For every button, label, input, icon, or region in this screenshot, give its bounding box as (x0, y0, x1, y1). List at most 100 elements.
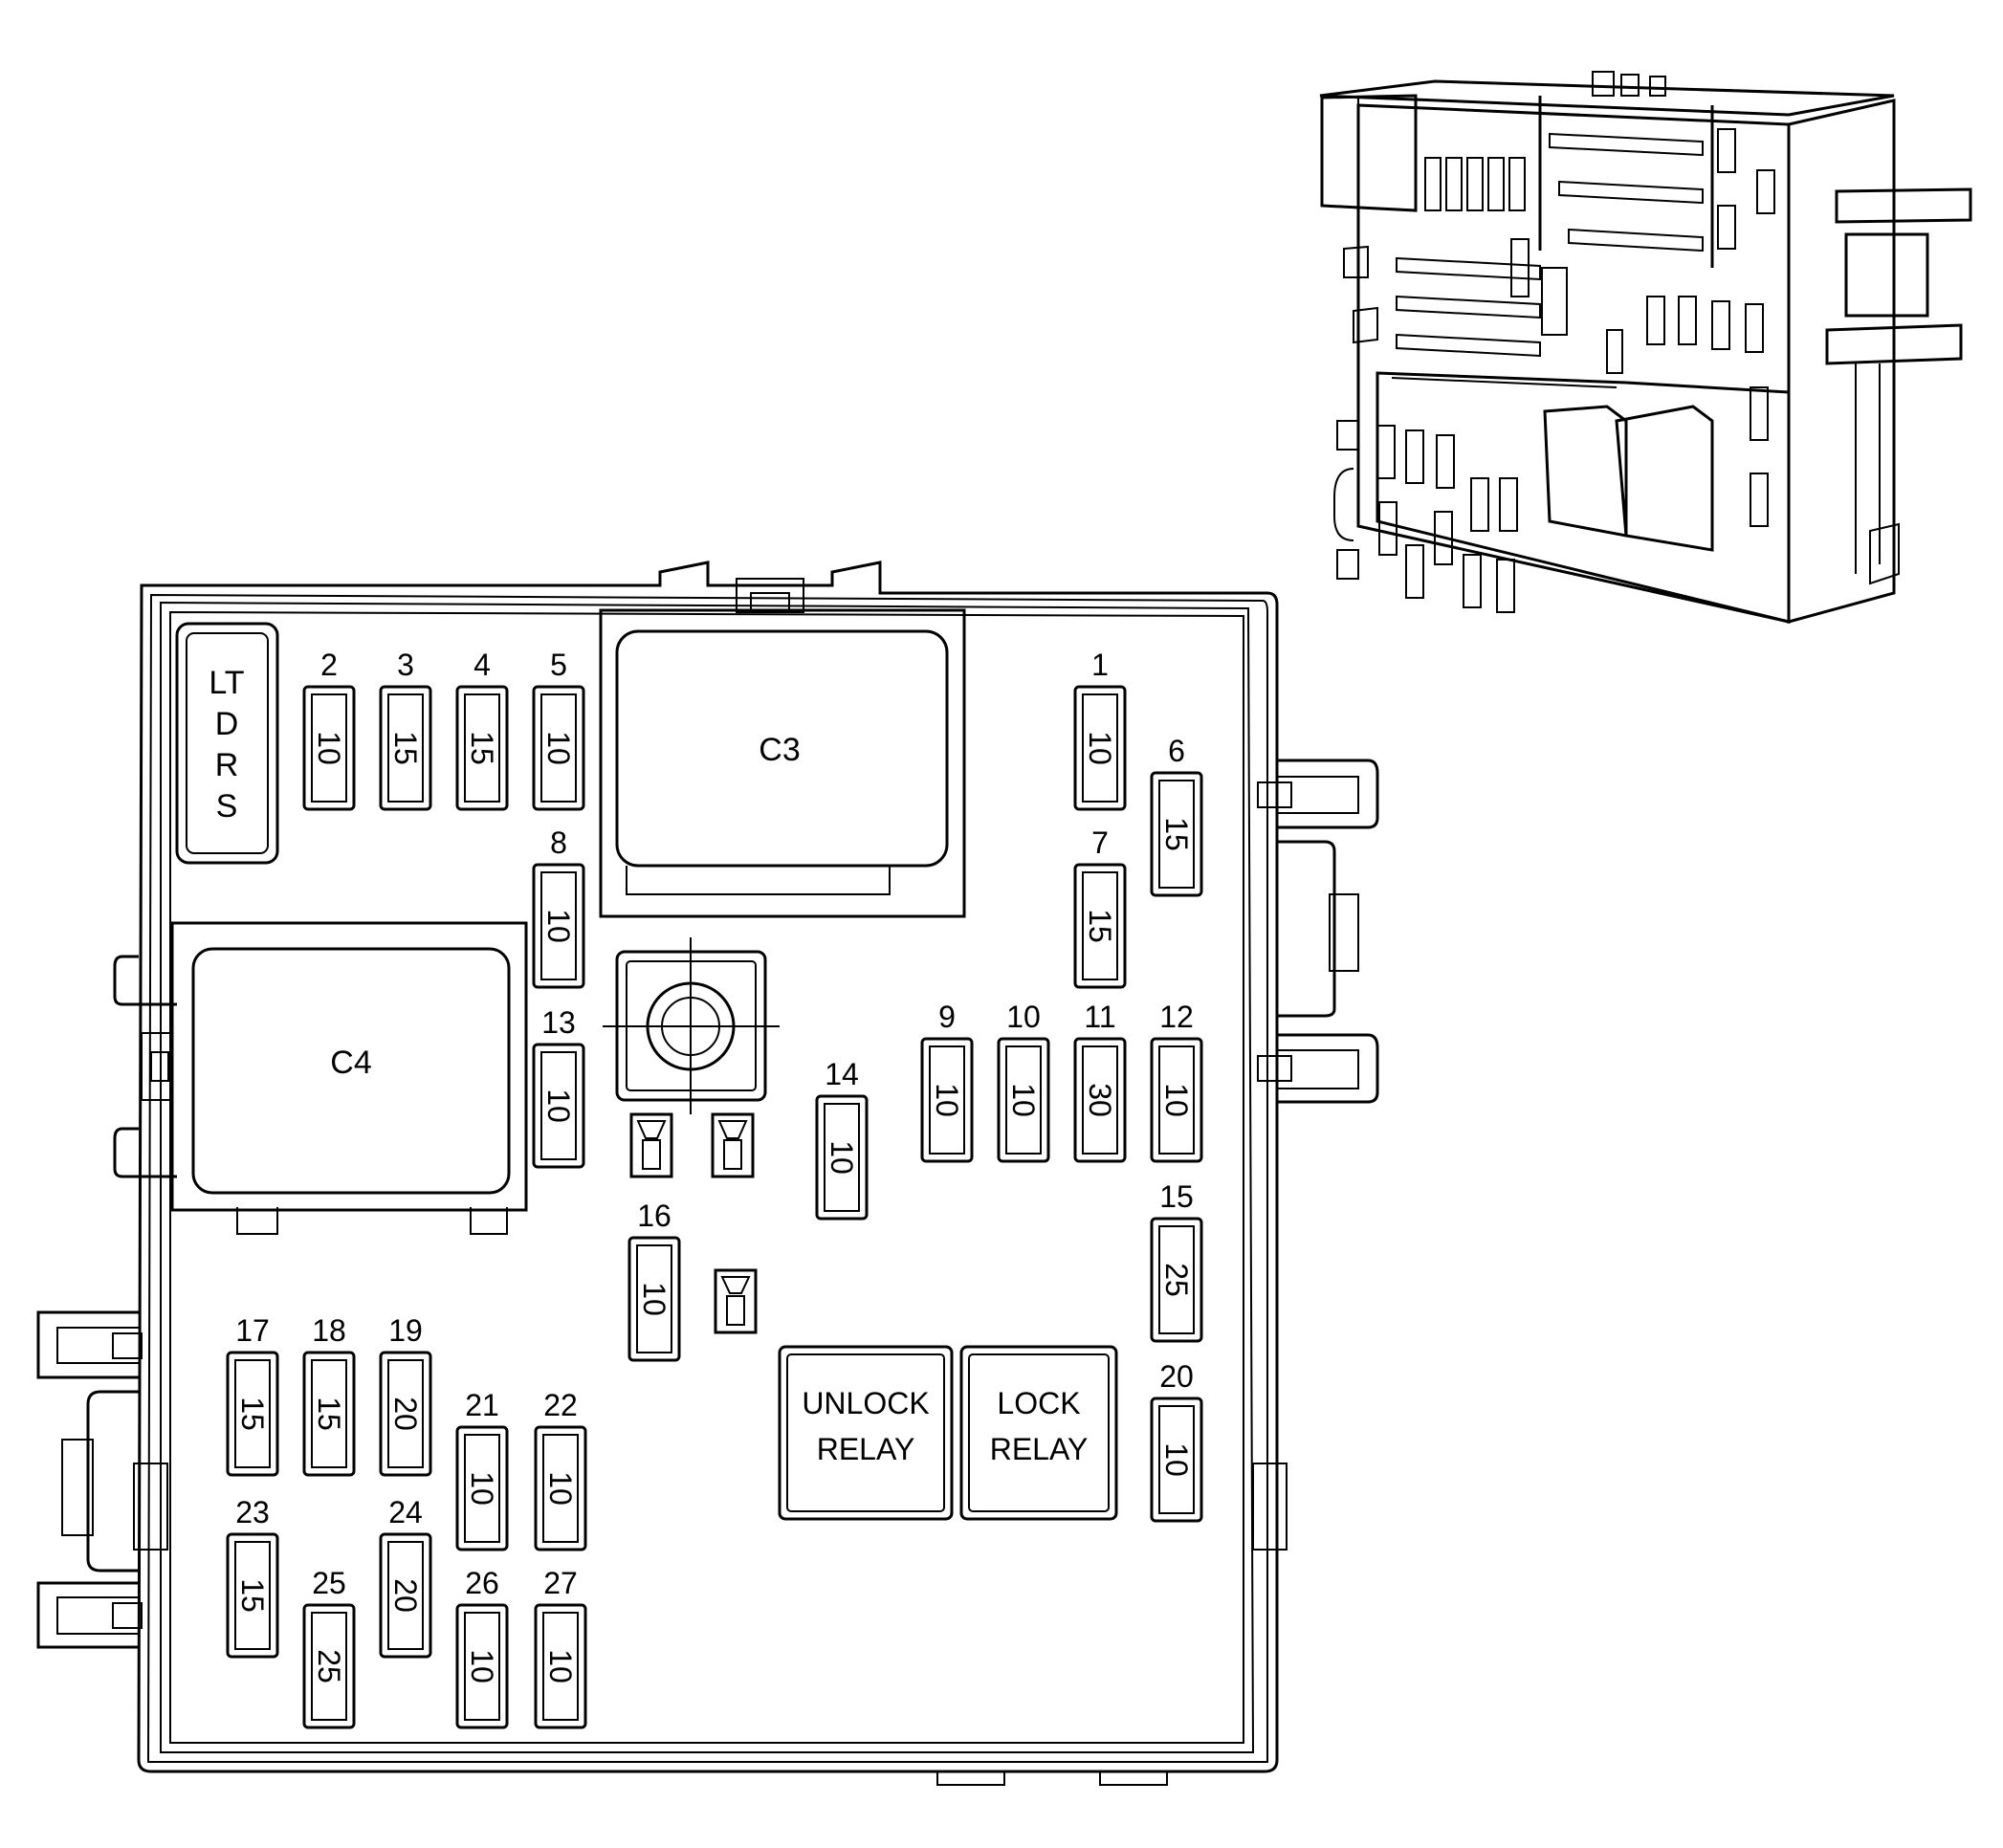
fuse-number-label: 2 (320, 648, 338, 682)
fuse-element (824, 1103, 860, 1212)
fuse-amperage-label: 10 (541, 731, 576, 765)
fuse-amperage-label: 15 (312, 1397, 346, 1431)
fuse-element (1158, 780, 1195, 889)
relay-label-line: RELAY (817, 1432, 915, 1466)
fuse-3: 315 (379, 648, 432, 811)
fuse-amperage-label: 25 (312, 1649, 346, 1683)
fuse-element (540, 1051, 577, 1160)
fuse-element (540, 693, 577, 803)
fuse-body (1150, 1037, 1203, 1163)
c3-connector-label: C3 (759, 732, 800, 768)
fuse-element (234, 1541, 271, 1650)
fuse-4: 4 15 (455, 648, 509, 811)
fuse-amperage-label: 10 (541, 1089, 576, 1123)
fuse-element (311, 1612, 347, 1721)
fuse-element (636, 1244, 672, 1353)
fuse-amperage-label: 15 (388, 731, 423, 765)
fuse-number-label: 12 (1159, 1000, 1194, 1034)
fuse-body (226, 1532, 279, 1659)
fuse-number-label: 20 (1159, 1359, 1194, 1394)
fuse-number-label: 18 (312, 1313, 346, 1348)
fuse-body (379, 1351, 432, 1477)
fuse-number-label: 6 (1168, 734, 1185, 768)
fuse-element (542, 1612, 579, 1721)
fuse-5: 510 (532, 648, 585, 811)
fuse-number-label: 21 (465, 1388, 499, 1422)
fuse-12: 12 10 (1150, 1000, 1203, 1163)
fuse-number-label: 4 (473, 648, 491, 682)
fuse-amperage-label: 10 (465, 1649, 499, 1683)
fuse-number-label: 19 (388, 1313, 423, 1348)
fuse-amperage-label: 10 (825, 1140, 859, 1175)
fuse-number-label: 27 (543, 1566, 578, 1600)
fuse-amperage-label: 15 (1159, 817, 1194, 851)
fuse-amperage-label: 10 (930, 1083, 964, 1117)
fuse-amperage-label: 10 (1159, 1442, 1194, 1477)
fuse-element (542, 1434, 579, 1543)
fuse-7: 715 (1073, 825, 1127, 989)
fuse-element (464, 1612, 500, 1721)
fuse-8: 810 (532, 825, 585, 989)
fuse-amperage-label: 15 (1083, 909, 1117, 943)
fuse-1: 110 (1073, 648, 1127, 811)
fuse-body (1073, 1037, 1127, 1163)
fuse-amperage-label: 20 (388, 1397, 423, 1431)
fuse-body (302, 1351, 356, 1477)
fuse-number-label: 15 (1159, 1179, 1194, 1214)
fuse-amperage-label: 15 (465, 731, 499, 765)
fuse-element (1082, 693, 1118, 803)
fuse-number-label: 10 (1006, 1000, 1041, 1034)
fuse-amperage-label: 30 (1083, 1083, 1117, 1117)
fuse-element (387, 693, 424, 803)
relay-inner (968, 1353, 1110, 1512)
fuse-amperage-label: 10 (1159, 1083, 1194, 1117)
fuse-body (1073, 863, 1127, 989)
fuse-amperage-label: 10 (312, 731, 346, 765)
fuse-body (455, 685, 509, 811)
fuse-body (532, 685, 585, 811)
fuse-number-label: 26 (465, 1566, 499, 1600)
fuse-body (302, 1603, 356, 1729)
fuse-9: 9 10 (920, 1000, 974, 1163)
fuse-element (1082, 871, 1118, 980)
fuse-element (1005, 1045, 1042, 1155)
fuse-element (234, 1359, 271, 1468)
fuse-block-isometric-view (1319, 71, 1972, 624)
fuse-element (464, 1434, 500, 1543)
fuse-body (534, 1425, 587, 1551)
fuse-26: 26 10 (455, 1566, 509, 1729)
fuse-body (532, 863, 585, 989)
fuse-body (455, 1425, 509, 1551)
fuse-body (226, 1351, 279, 1477)
fuse-number-label: 8 (550, 825, 567, 860)
fuse-body (455, 1603, 509, 1729)
fuse-amperage-label: 20 (388, 1578, 423, 1613)
fuse-number-label: 9 (938, 1000, 956, 1034)
fuse-body (997, 1037, 1050, 1163)
relay-label-line: RELAY (990, 1432, 1089, 1466)
fuse-body (1150, 1217, 1203, 1343)
fuse-body (379, 1532, 432, 1659)
fuse-element (929, 1045, 965, 1155)
fuse-body (379, 685, 432, 811)
ltdrs-label-line-2: D (215, 706, 239, 742)
fuse-number-label: 23 (235, 1495, 270, 1529)
fuse-number-label: 16 (637, 1199, 671, 1233)
ltdrs-label-line-3: R (215, 747, 239, 783)
fuse-2: 2 10 (302, 648, 356, 811)
